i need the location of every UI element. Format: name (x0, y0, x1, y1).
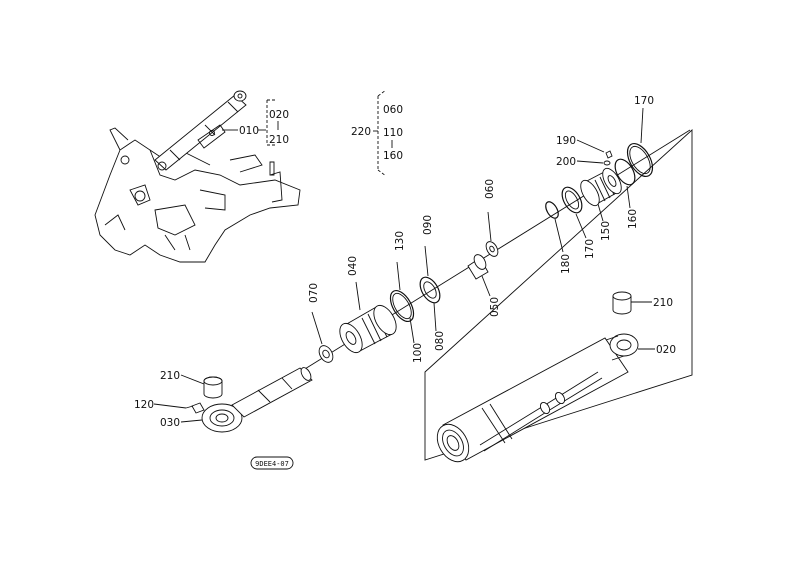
callout-010: 010 (239, 125, 259, 137)
callout-050: 050 (489, 297, 501, 317)
tractor-overview-illustration (94, 90, 301, 263)
callout-210-right: 210 (653, 297, 673, 309)
callout-210-left: 210 (160, 370, 180, 382)
callout-090: 090 (422, 215, 434, 235)
callout-060-mid: 060 (484, 179, 496, 199)
callout-100: 100 (412, 343, 424, 363)
callout-200: 200 (556, 156, 576, 168)
stamp-code: 9DEE4-07 (255, 460, 289, 468)
callout-220-group: 220 060 110 160 (351, 89, 403, 177)
cylinder-tube-assembly (424, 128, 693, 463)
callout-040: 040 (347, 256, 359, 276)
callout-010-group: 010 020 210 (222, 99, 289, 146)
callout-170-top: 170 (634, 95, 654, 107)
callout-120: 120 (134, 399, 154, 411)
callout-130: 130 (394, 231, 406, 251)
callout-220: 220 (351, 126, 371, 138)
callout-020-right: 020 (656, 344, 676, 356)
callout-170-mid: 170 (584, 239, 596, 259)
callout-060-top: 060 (383, 104, 403, 116)
piston-rod-assembly (185, 129, 691, 433)
callout-210-top: 210 (269, 134, 289, 146)
callout-160-top: 160 (383, 150, 403, 162)
callout-070: 070 (308, 283, 320, 303)
callout-080: 080 (434, 331, 446, 351)
callout-160-mid: 160 (627, 209, 639, 229)
callout-030: 030 (160, 417, 180, 429)
reference-stamp: 9DEE4-07 (250, 456, 294, 470)
callout-180: 180 (560, 254, 572, 274)
callout-110: 110 (383, 127, 403, 139)
callout-190: 190 (556, 135, 576, 147)
callout-150: 150 (600, 221, 612, 241)
callout-020-top: 020 (269, 109, 289, 121)
part-callouts: 170 190 200 060 130 090 040 070 050 100 … (134, 95, 676, 429)
